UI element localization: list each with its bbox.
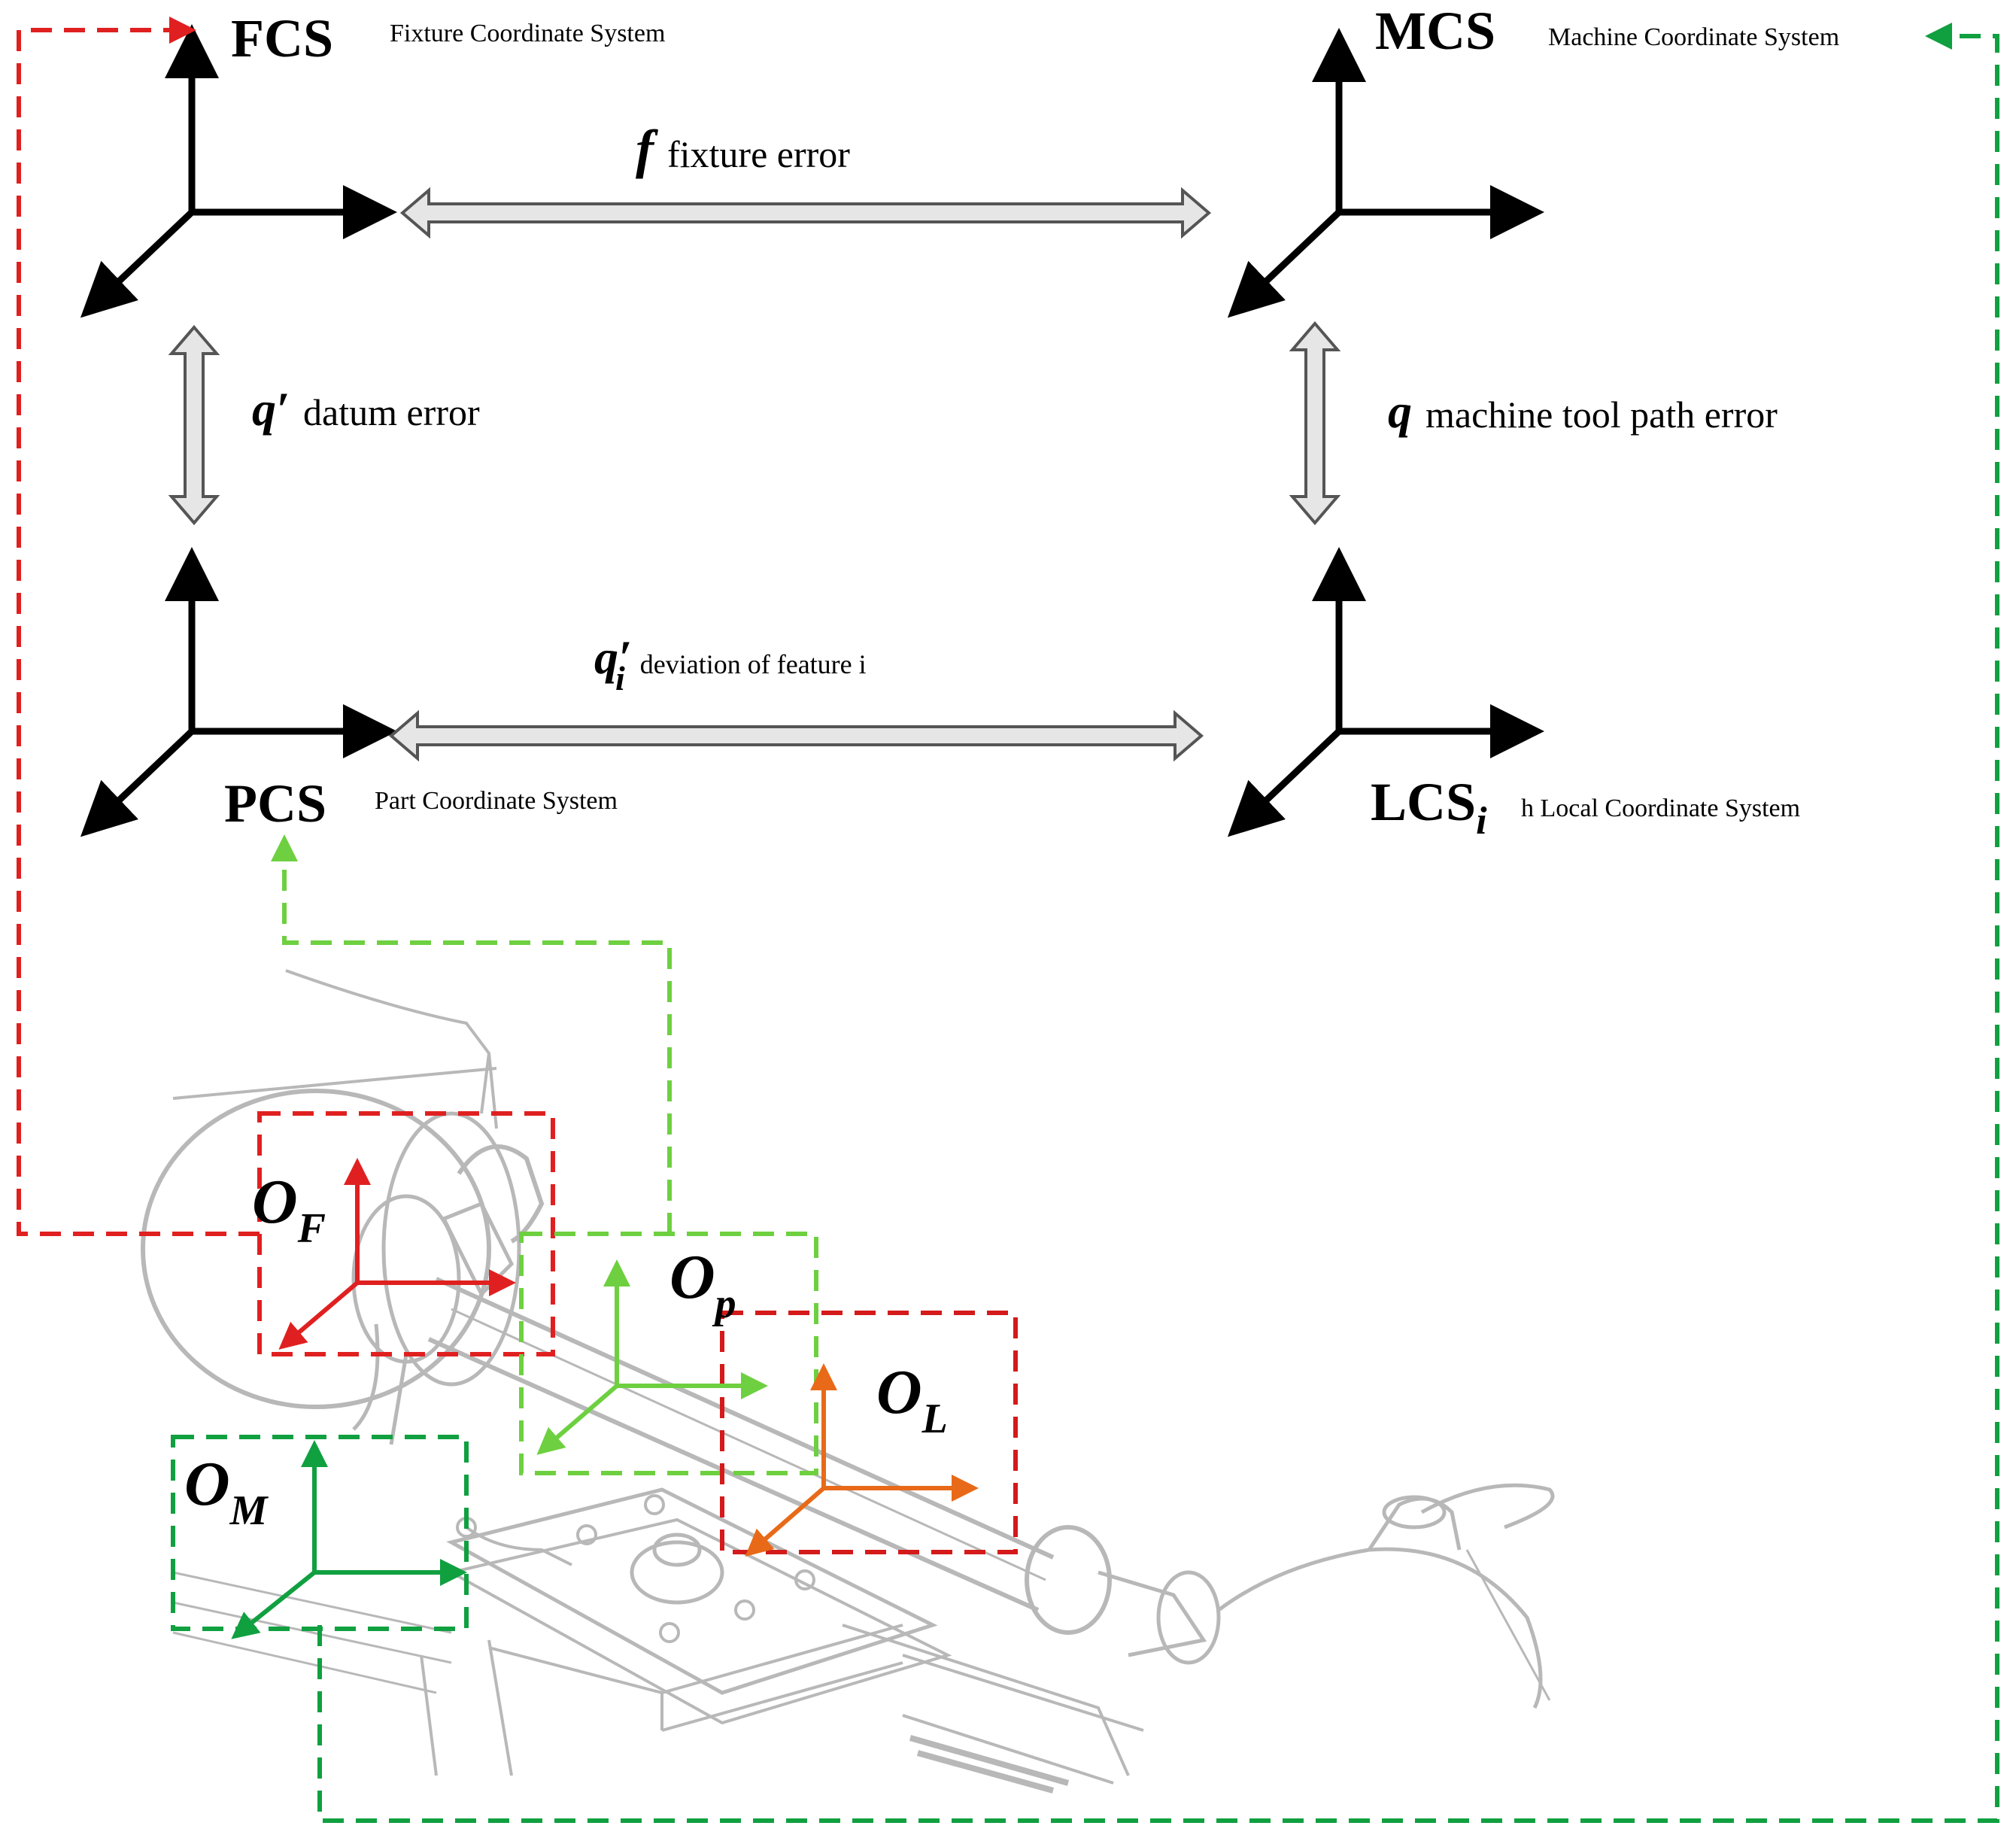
machine-connector-line bbox=[317, 23, 1999, 1823]
machine-tool-error-arrow bbox=[1289, 320, 1341, 526]
fcs-description: Fixture Coordinate System bbox=[390, 20, 665, 47]
ol-label: OL bbox=[876, 1357, 948, 1442]
feature-deviation-arrow bbox=[388, 709, 1204, 762]
part-connector-line bbox=[271, 834, 672, 1234]
lcs-description: h Local Coordinate System bbox=[1521, 794, 1800, 822]
machine-region-box bbox=[171, 1435, 469, 1631]
op-label: Op bbox=[669, 1242, 736, 1327]
datum-error-label: q′datum error bbox=[252, 382, 480, 436]
local-region-box bbox=[720, 1311, 1018, 1554]
datum-error-arrow bbox=[168, 324, 220, 526]
mcs-axes bbox=[1227, 28, 1544, 318]
part-region-box bbox=[519, 1232, 818, 1475]
fcs-axes bbox=[80, 24, 397, 318]
pcs-description: Part Coordinate System bbox=[375, 787, 618, 815]
op-axes bbox=[536, 1259, 768, 1455]
lcs-label: LCSi bbox=[1371, 772, 1487, 843]
pcs-axes bbox=[80, 547, 397, 837]
fcs-label: FCS bbox=[231, 8, 333, 68]
om-label: OM bbox=[184, 1449, 269, 1534]
mcs-description: Machine Coordinate System bbox=[1548, 23, 1839, 51]
ol-axes bbox=[745, 1363, 979, 1557]
lcs-axes bbox=[1227, 547, 1544, 837]
fixture-error-arrow bbox=[399, 187, 1212, 239]
fixture-region-box bbox=[257, 1111, 555, 1356]
mcs-label: MCS bbox=[1375, 1, 1495, 61]
fixture-connector-line bbox=[17, 17, 260, 1236]
of-label: OF bbox=[252, 1167, 326, 1252]
of-axes bbox=[278, 1158, 516, 1350]
lathe-sketch bbox=[141, 969, 1555, 1794]
pcs-label: PCS bbox=[224, 773, 326, 834]
om-axes bbox=[231, 1440, 467, 1639]
